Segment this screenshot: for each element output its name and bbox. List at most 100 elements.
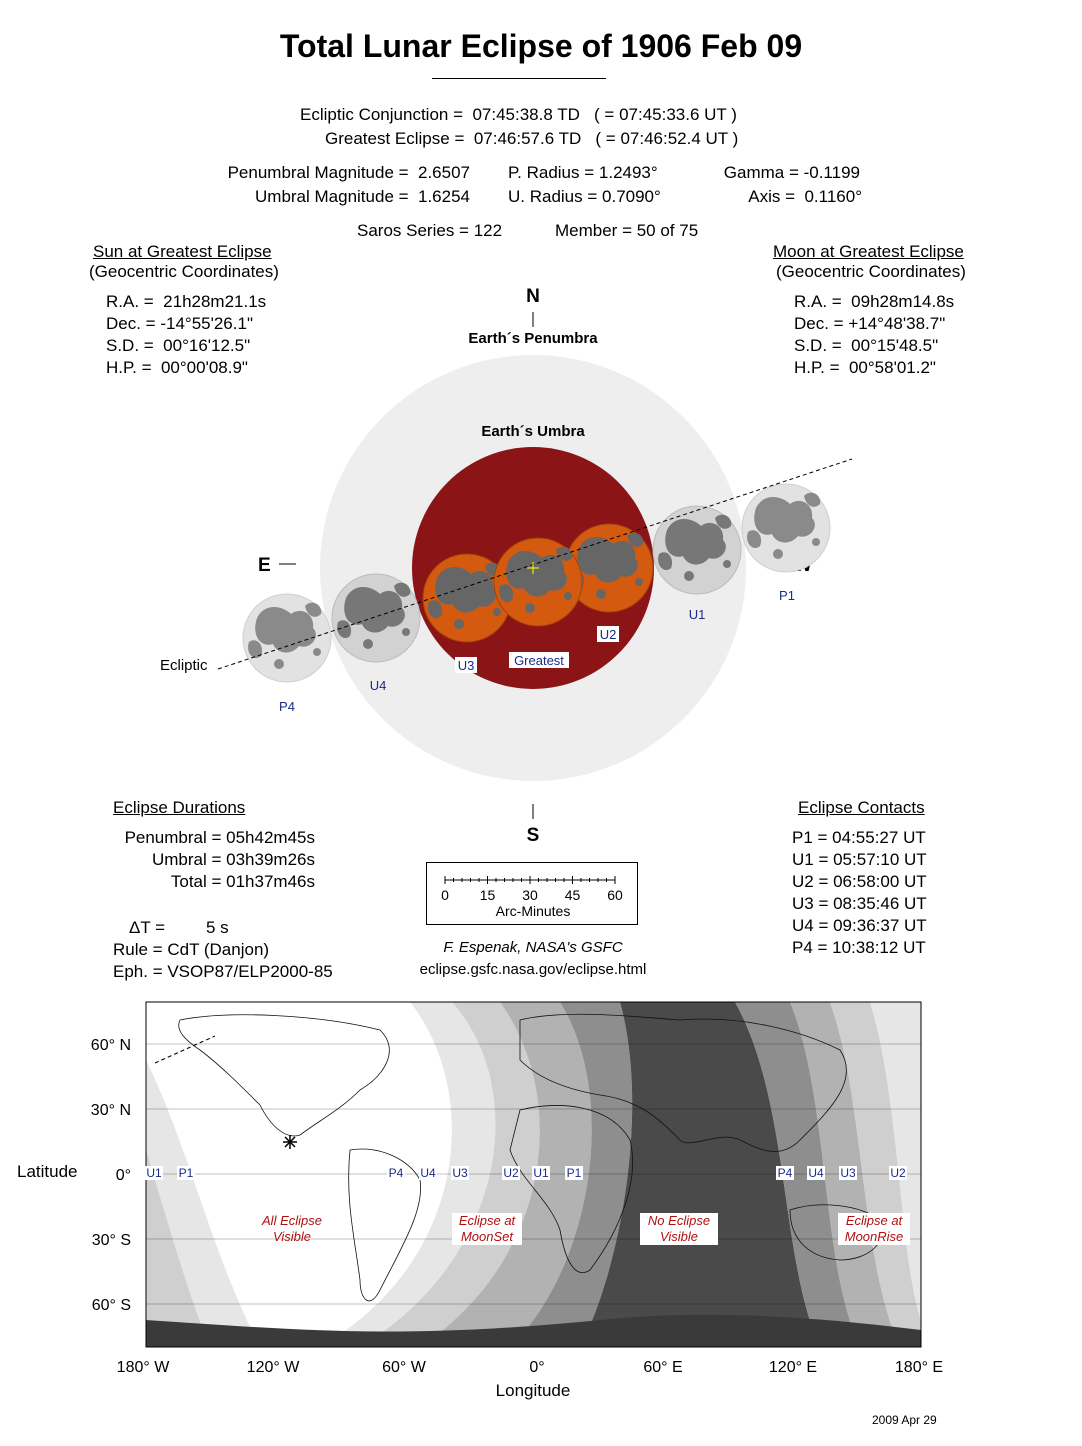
- lon-60w: 60° W: [382, 1359, 427, 1376]
- contacts-heading: Eclipse Contacts: [798, 798, 925, 817]
- p-radius: P. Radius = 1.2493°: [508, 163, 658, 182]
- moon-greatest: [493, 537, 583, 627]
- sun-sd: S.D. = 00°16'12.5": [106, 336, 251, 355]
- u3-label: U3: [458, 658, 475, 673]
- moon-hp: H.P. = 00°58'01.2": [794, 358, 936, 377]
- axis: Axis = 0.1160°: [748, 187, 862, 206]
- scale-tick-60: 60: [607, 887, 623, 903]
- lon-120w: 120° W: [247, 1359, 301, 1376]
- duration-umbral: Umbral = 03h39m26s: [151, 850, 315, 869]
- penumbral-magnitude: Penumbral Magnitude = 2.6507: [227, 163, 470, 182]
- east-label: E: [258, 555, 271, 576]
- u2-label: U2: [600, 627, 617, 642]
- map-label-u3-left: U3: [452, 1166, 468, 1180]
- lat-60s: 60° S: [92, 1297, 131, 1314]
- moon-dec: Dec. = +14°48'38.7": [794, 314, 946, 333]
- date-stamp: 2009 Apr 29: [872, 1413, 937, 1427]
- moon-p1: [741, 483, 831, 573]
- lat-30s: 30° S: [92, 1232, 131, 1249]
- greatest-eclipse: Greatest Eclipse = 07:46:57.6 TD ( = 07:…: [325, 129, 739, 148]
- gamma: Gamma = -0.1199: [723, 163, 860, 182]
- scale-label: Arc-Minutes: [496, 903, 571, 919]
- arc-minute-scale: 0 15 30 45 60 Arc-Minutes: [426, 862, 638, 925]
- sun-subheading: (Geocentric Coordinates): [89, 262, 279, 281]
- greatest-label-box: [509, 652, 569, 668]
- scale-tick-15: 15: [480, 887, 496, 903]
- penumbra-label: Earth´s Penumbra: [468, 330, 598, 347]
- zone-none-line2: Visible: [660, 1229, 698, 1244]
- south-label: S: [527, 825, 540, 846]
- u3-label-box: [455, 657, 477, 673]
- contact-u3: U3 = 08:35:46 UT: [792, 894, 927, 913]
- map-label-u4-right: U4: [808, 1166, 824, 1180]
- delta-t-label: ΔT =: [129, 918, 166, 937]
- moon-subheading: (Geocentric Coordinates): [776, 262, 966, 281]
- contact-u4: U4 = 09:36:37 UT: [792, 916, 927, 935]
- moon-ra: R.A. = 09h28m14.8s: [794, 292, 955, 311]
- zone-set-line2: MoonSet: [461, 1229, 514, 1244]
- map-label-u1-left: U1: [146, 1166, 162, 1180]
- contact-u2: U2 = 06:58:00 UT: [792, 872, 927, 891]
- u2-label-box: [597, 626, 619, 642]
- sun-ra: R.A. = 21h28m21.1s: [106, 292, 267, 311]
- moon-sd: S.D. = 00°15'48.5": [794, 336, 939, 355]
- u4-label: U4: [370, 678, 387, 693]
- zone-none-line1: No Eclipse: [648, 1213, 710, 1228]
- durations-heading: Eclipse Durations: [113, 798, 246, 817]
- visibility-map: 60° N 30° N 0° 30° S 60° S Latitude 180°…: [17, 1001, 943, 1400]
- umbral-magnitude: Umbral Magnitude = 1.6254: [255, 187, 470, 206]
- lon-60e: 60° E: [643, 1359, 682, 1376]
- lat-30n: 30° N: [91, 1102, 131, 1119]
- map-label-u2-left: U2: [503, 1166, 519, 1180]
- zone-all-line2: Visible: [273, 1229, 311, 1244]
- sun-dec: Dec. = -14°55'26.1": [106, 314, 253, 333]
- saros-member: Member = 50 of 75: [555, 221, 699, 240]
- scale-tick-45: 45: [565, 887, 581, 903]
- map-label-u3-right: U3: [840, 1166, 856, 1180]
- sun-heading: Sun at Greatest Eclipse: [93, 242, 272, 261]
- moon-heading: Moon at Greatest Eclipse: [773, 242, 964, 261]
- map-label-p4-right: P4: [778, 1166, 793, 1180]
- duration-total: Total = 01h37m46s: [170, 872, 315, 891]
- lon-0: 0°: [529, 1359, 544, 1376]
- zone-set-line1: Eclipse at: [459, 1213, 517, 1228]
- eclipse-diagram: N Earth´s Penumbra Earth´s Umbra E W Ecl…: [160, 286, 853, 846]
- title-rule: [432, 78, 606, 79]
- credit-author: F. Espenak, NASA's GSFC: [443, 939, 623, 956]
- u1-label: U1: [689, 607, 706, 622]
- map-label-p1-left: P1: [179, 1166, 194, 1180]
- moon-u1: [652, 505, 742, 595]
- lon-120e: 120° E: [769, 1359, 817, 1376]
- contact-p1: P1 = 04:55:27 UT: [792, 828, 926, 847]
- latitude-axis-label: Latitude: [17, 1162, 78, 1181]
- lat-0: 0°: [116, 1167, 131, 1184]
- map-label-p4-left: P4: [389, 1166, 404, 1180]
- lon-180w: 180° W: [117, 1359, 171, 1376]
- map-label-u2-right: U2: [890, 1166, 906, 1180]
- map-label-p1-right: P1: [567, 1166, 582, 1180]
- moon-p4: [242, 593, 332, 683]
- saros-series: Saros Series = 122: [357, 221, 503, 240]
- subsolar-point-icon: [283, 1135, 297, 1149]
- scale-tick-0: 0: [441, 887, 449, 903]
- zone-rise-line2: MoonRise: [845, 1229, 904, 1244]
- delta-t-value: 5 s: [206, 918, 229, 937]
- duration-penumbral: Penumbral = 05h42m45s: [124, 828, 315, 847]
- longitude-axis-label: Longitude: [496, 1381, 571, 1400]
- p4-label: P4: [279, 699, 295, 714]
- zone-all-line1: All Eclipse: [261, 1213, 322, 1228]
- north-label: N: [526, 286, 540, 307]
- ephemeris: Eph. = VSOP87/ELP2000-85: [113, 962, 333, 981]
- contact-p4: P4 = 10:38:12 UT: [792, 938, 926, 957]
- u-radius: U. Radius = 0.7090°: [508, 187, 661, 206]
- page-title: Total Lunar Eclipse of 1906 Feb 09: [279, 28, 803, 64]
- moon-u4: [331, 573, 421, 663]
- umbra-label: Earth´s Umbra: [481, 423, 585, 440]
- credit-url: eclipse.gsfc.nasa.gov/eclipse.html: [419, 961, 647, 978]
- greatest-label: Greatest: [514, 653, 564, 668]
- ecliptic-label: Ecliptic: [160, 657, 208, 674]
- lon-180e: 180° E: [895, 1359, 943, 1376]
- sun-hp: H.P. = 00°00'08.9": [106, 358, 248, 377]
- map-label-u4-left: U4: [420, 1166, 436, 1180]
- ecliptic-conjunction: Ecliptic Conjunction = 07:45:38.8 TD ( =…: [300, 105, 737, 124]
